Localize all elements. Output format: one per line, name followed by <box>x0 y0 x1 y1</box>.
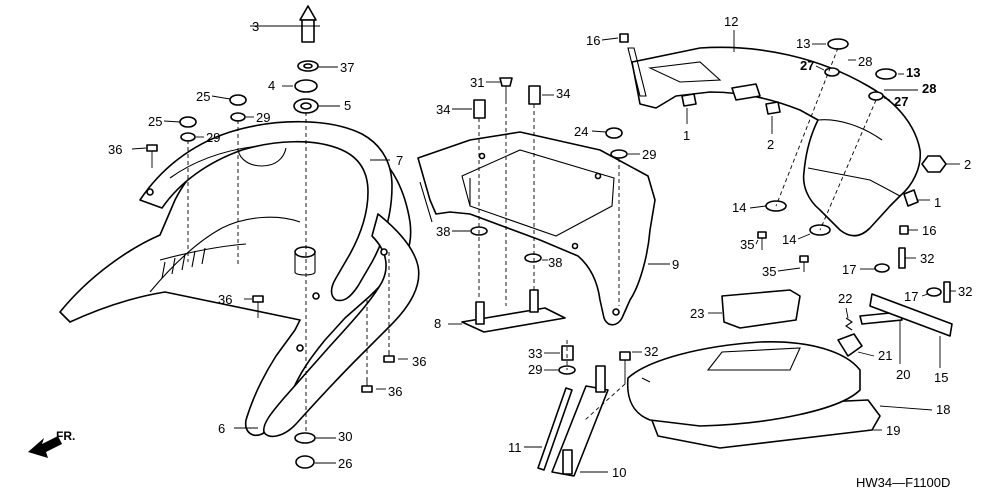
callout-label-30: 30 <box>338 429 352 444</box>
callout-label-7: 7 <box>396 153 403 168</box>
callout-label-8: 8 <box>434 316 441 331</box>
callout-label-25: 25 <box>196 89 210 104</box>
base-plate-part-8 <box>461 307 566 333</box>
callout-leader-line <box>845 307 849 319</box>
callout-label-29: 29 <box>642 147 656 162</box>
rear-fender-assembly <box>59 120 420 438</box>
callout-label-16: 16 <box>922 223 936 238</box>
callout-label-32: 32 <box>958 284 972 299</box>
bracket-part-9 <box>417 131 656 326</box>
callout-label-38: 38 <box>548 255 562 270</box>
callout-label-12: 12 <box>724 14 738 29</box>
direction-label: FR. <box>56 429 75 443</box>
callout-label-5: 5 <box>344 98 351 113</box>
callout-label-17: 17 <box>904 289 918 304</box>
callout-label-32: 32 <box>920 251 934 266</box>
callout-leader-line <box>797 233 811 240</box>
callout-label-24: 24 <box>574 124 588 139</box>
callout-leader-line <box>755 239 759 245</box>
callout-label-2: 2 <box>767 137 774 152</box>
callout-label-22: 22 <box>838 291 852 306</box>
callout-leader-line <box>601 37 619 41</box>
callout-label-36: 36 <box>412 354 426 369</box>
callout-label-31: 31 <box>470 75 484 90</box>
box-part-18 <box>626 340 861 427</box>
callout-label-37: 37 <box>340 60 354 75</box>
callout-label-25: 25 <box>148 114 162 129</box>
callout-label-16: 16 <box>586 33 600 48</box>
callout-label-26: 26 <box>338 456 352 471</box>
callout-label-14: 14 <box>782 232 796 247</box>
rod-part-11 <box>537 387 573 471</box>
callout-label-33: 33 <box>528 346 542 361</box>
front-direction-arrow: FR. <box>28 429 75 458</box>
callout-label-34: 34 <box>436 102 450 117</box>
callout-leader-line <box>879 405 933 411</box>
callout-label-36: 36 <box>388 384 402 399</box>
callout-label-4: 4 <box>268 78 275 93</box>
grab-rail-part-7 <box>139 120 393 302</box>
bracket-part-15 <box>869 293 953 337</box>
callout-label-28: 28 <box>858 54 872 69</box>
center-bracket-assembly <box>417 77 656 477</box>
callout-leader-line <box>131 147 147 150</box>
callout-label-21: 21 <box>878 348 892 363</box>
callout-label-29: 29 <box>256 110 270 125</box>
callout-label-13: 13 <box>796 36 810 51</box>
callout-label-11: 11 <box>508 440 522 455</box>
callout-label-13: 13 <box>906 65 920 80</box>
callout-label-1: 1 <box>934 195 941 210</box>
callout-label-14: 14 <box>732 200 746 215</box>
callout-label-28: 28 <box>922 81 936 96</box>
callout-leader-line <box>777 267 801 272</box>
callout-label-29: 29 <box>206 130 220 145</box>
callout-leader-line <box>815 65 825 71</box>
callout-label-35: 35 <box>762 264 776 279</box>
callout-leader-line <box>883 97 891 101</box>
callout-label-3: 3 <box>252 19 259 34</box>
callout-label-9: 9 <box>672 257 679 272</box>
callout-label-6: 6 <box>218 421 225 436</box>
rear-cover-assembly <box>619 33 947 272</box>
callout-label-1: 1 <box>683 128 690 143</box>
callout-leader-line <box>211 95 231 100</box>
rear-cover-part-12 <box>631 46 922 237</box>
callout-label-15: 15 <box>934 370 948 385</box>
callout-label-38: 38 <box>436 224 450 239</box>
callout-label-27: 27 <box>800 58 814 73</box>
drawing-code: HW34—F1100D <box>856 475 950 490</box>
callout-leader-line <box>163 120 181 123</box>
callout-label-36: 36 <box>108 142 122 157</box>
callout-label-19: 19 <box>886 423 900 438</box>
callout-label-36: 36 <box>218 292 232 307</box>
callout-label-18: 18 <box>936 402 950 417</box>
callout-leader-line <box>921 293 929 297</box>
callout-label-23: 23 <box>690 306 704 321</box>
callout-label-27: 27 <box>894 94 908 109</box>
callout-label-17: 17 <box>842 262 856 277</box>
callout-label-32: 32 <box>644 344 658 359</box>
callout-label-10: 10 <box>612 465 626 480</box>
callout-leader-line <box>591 130 607 133</box>
callout-label-35: 35 <box>740 237 754 252</box>
callout-label-34: 34 <box>556 86 570 101</box>
left-hardware <box>146 5 395 469</box>
lid-part-23 <box>721 289 801 329</box>
storage-box-assembly <box>626 247 953 449</box>
callout-label-20: 20 <box>896 367 910 382</box>
strap-part-10 <box>551 385 609 477</box>
callout-leader-line <box>857 351 875 357</box>
callout-leader-line <box>749 205 767 209</box>
callout-label-29: 29 <box>528 362 542 377</box>
callout-label-2: 2 <box>964 157 971 172</box>
